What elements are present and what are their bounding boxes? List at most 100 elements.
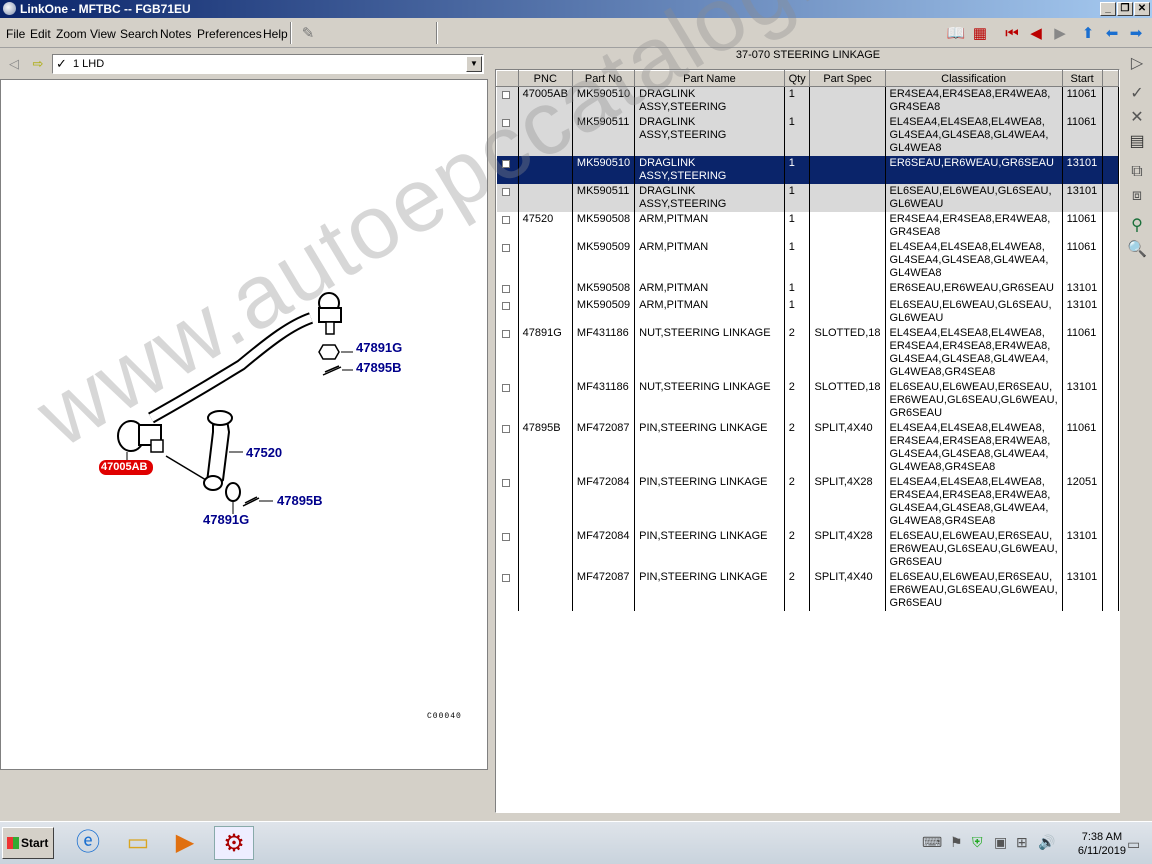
show-desktop-icon[interactable]: ▭	[1127, 836, 1141, 852]
callout-47891g-lower[interactable]: 47891G	[203, 512, 250, 527]
row-checkbox[interactable]	[501, 384, 510, 392]
up-arrow-icon[interactable]: ⬆	[1081, 25, 1095, 42]
cell-pnc	[518, 570, 573, 611]
callout-47895b-upper[interactable]: 47895B	[356, 360, 402, 375]
col-header-part-spec[interactable]: Part Spec	[809, 70, 886, 87]
row-checkbox[interactable]	[501, 302, 510, 310]
row-checkbox[interactable]	[501, 216, 510, 224]
col-header-part-no[interactable]: Part No	[571, 70, 636, 87]
row-checkbox[interactable]	[501, 188, 510, 196]
cell-classification: ER6SEAU,ER6WEAU,GR6SEAU	[885, 156, 1063, 184]
cell-extra	[1102, 156, 1119, 184]
forward-arrow-icon[interactable]: ➡	[1129, 25, 1143, 42]
file-explorer-icon[interactable]: ▭	[126, 829, 150, 856]
pin-icon[interactable]: ✎	[301, 25, 315, 42]
menu-edit[interactable]: Edit	[30, 27, 51, 41]
start-button[interactable]: Start	[2, 827, 54, 859]
close-button[interactable]: ✕	[1134, 2, 1150, 16]
security-icon[interactable]: ⛨	[972, 834, 983, 850]
first-page-icon[interactable]: ⏮	[1005, 25, 1019, 42]
bookmarks-icon[interactable]: ▦	[972, 25, 988, 42]
row-checkbox[interactable]	[501, 533, 510, 541]
keyboard-icon[interactable]: ⌨	[922, 834, 943, 850]
col-header-qty[interactable]: Qty	[783, 70, 811, 87]
menu-preferences[interactable]: Preferences	[197, 27, 262, 41]
col-header-part-name[interactable]: Part Name	[634, 70, 785, 87]
callout-47520[interactable]: 47520	[246, 445, 283, 460]
callout-47891g-upper[interactable]: 47891G	[356, 340, 403, 355]
flag-icon[interactable]: ⚑	[950, 834, 963, 850]
list-icon[interactable]: ▤	[1129, 133, 1145, 150]
cell-classification: EL6SEAU,EL6WEAU,GL6SEAU, GL6WEAU	[885, 184, 1063, 212]
row-checkbox[interactable]	[501, 244, 510, 252]
row-checkbox[interactable]	[501, 574, 510, 582]
play-icon[interactable]: ▷	[1130, 55, 1144, 72]
cell-part-no: MK590510	[572, 156, 636, 184]
row-checkbox[interactable]	[501, 285, 510, 293]
paste-icon[interactable]: ⧈	[1131, 187, 1143, 204]
zoom-icon[interactable]: 🔍	[1127, 241, 1147, 258]
back-arrow-icon[interactable]: ⬅	[1105, 25, 1119, 42]
col-header-start[interactable]: Start	[1061, 70, 1103, 87]
row-checkbox[interactable]	[501, 119, 510, 127]
callout-47005ab[interactable]: 47005AB	[101, 461, 148, 473]
media-player-icon[interactable]: ▶	[175, 829, 195, 856]
linkone-taskbar-icon[interactable]: ⚙	[214, 826, 254, 860]
back-icon[interactable]: ◁	[9, 56, 19, 71]
row-checkbox-cell	[496, 184, 519, 212]
cell-part-no: MK590510	[572, 86, 636, 115]
row-checkbox-cell	[496, 326, 519, 380]
filter-icon[interactable]: ⇨	[32, 56, 44, 71]
callout-47895b-lower[interactable]: 47895B	[277, 493, 323, 508]
internet-explorer-icon[interactable]: ⓔ	[76, 829, 100, 856]
minimize-button[interactable]: _	[1100, 2, 1116, 16]
menu-help[interactable]: Help	[263, 27, 288, 41]
restore-button[interactable]: ❐	[1117, 2, 1133, 16]
book-icon[interactable]: 📖	[946, 25, 966, 42]
row-checkbox[interactable]	[501, 425, 510, 433]
cell-part-name: DRAGLINK ASSY,STEERING	[634, 115, 785, 156]
binoculars-icon[interactable]: ⚲	[1131, 217, 1143, 234]
row-checkbox[interactable]	[501, 91, 510, 99]
accept-check-icon[interactable]: ✓	[1130, 85, 1144, 102]
next-page-icon[interactable]: ▶	[1054, 25, 1066, 42]
device-icon[interactable]: ▣	[994, 834, 1008, 850]
col-header-pnc[interactable]: PNC	[517, 70, 573, 87]
copy-icon[interactable]: ⧉	[1131, 163, 1143, 180]
cell-part-no: MF472084	[572, 529, 636, 570]
menu-zoom[interactable]: Zoom	[56, 27, 87, 41]
row-checkbox-cell	[496, 281, 519, 298]
col-header-classification[interactable]: Classification	[884, 70, 1063, 87]
menu-search[interactable]: Search	[120, 27, 159, 41]
volume-icon[interactable]: 🔊	[1038, 834, 1056, 850]
row-checkbox[interactable]	[501, 160, 510, 168]
reject-x-icon[interactable]: ✕	[1130, 109, 1144, 126]
network-icon[interactable]: ⊞	[1016, 834, 1028, 850]
menu-file[interactable]: File	[6, 27, 26, 41]
clock[interactable]: 7:38 AM 6/11/2019	[1078, 830, 1126, 858]
row-checkbox[interactable]	[501, 479, 510, 487]
cell-part-name: NUT,STEERING LINKAGE	[634, 380, 785, 421]
row-checkbox[interactable]	[501, 330, 510, 338]
menu-notes[interactable]: Notes	[160, 27, 192, 41]
app-icon	[3, 2, 16, 15]
previous-page-icon[interactable]: ◀	[1030, 25, 1042, 42]
col-header-select[interactable]	[496, 70, 519, 87]
menu-view[interactable]: View	[90, 27, 116, 41]
chevron-down-icon[interactable]: ▼	[466, 56, 482, 72]
filter-select[interactable]: ✓ 1 LHD ▼	[52, 54, 484, 74]
